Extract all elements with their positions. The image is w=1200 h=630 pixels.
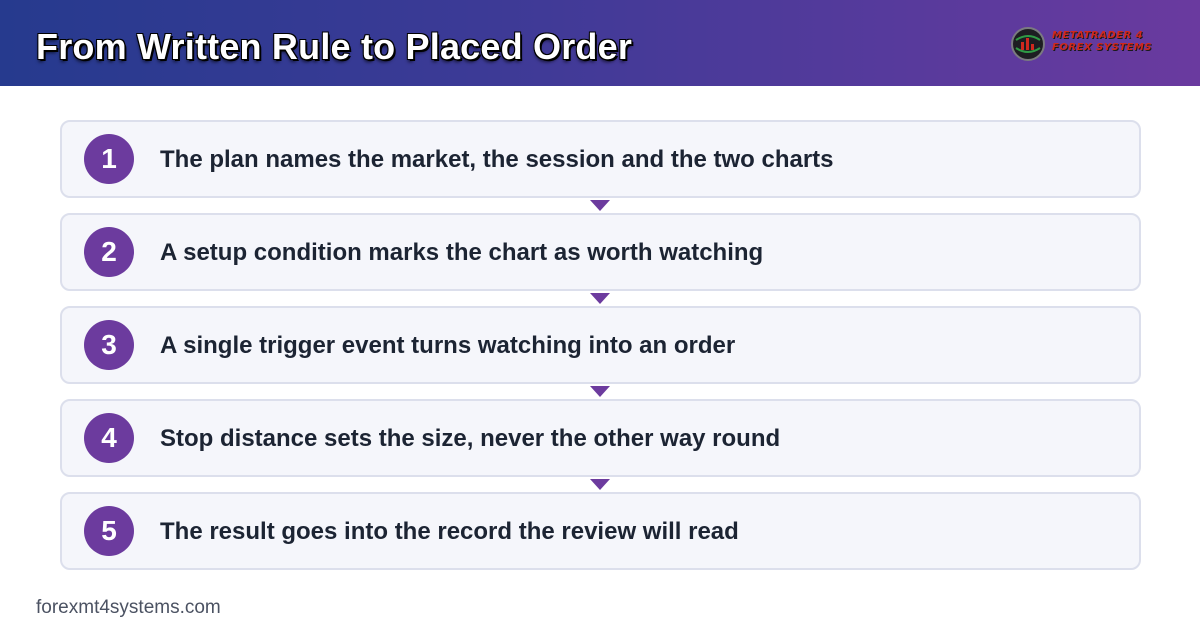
logo-text-line-1: METATRADER 4 <box>1052 30 1144 41</box>
step-card-5: 5 The result goes into the record the re… <box>60 492 1141 570</box>
page-title: From Written Rule to Placed Order <box>36 26 633 67</box>
down-triangle-arrow-icon <box>590 293 610 304</box>
footer-website-url[interactable]: forexmt4systems.com <box>36 597 221 618</box>
globe-chart-icon <box>1011 27 1045 61</box>
step-text: Stop distance sets the size, never the o… <box>160 425 781 452</box>
step-number-badge: 4 <box>84 413 134 463</box>
step-card-4: 4 Stop distance sets the size, never the… <box>60 399 1141 477</box>
step-card-3: 3 A single trigger event turns watching … <box>60 306 1141 384</box>
header-banner: From Written Rule to Placed Order METATR… <box>0 0 1200 86</box>
step-text: The plan names the market, the session a… <box>160 146 834 173</box>
step-text: A setup condition marks the chart as wor… <box>160 239 764 266</box>
step-number-badge: 3 <box>84 320 134 370</box>
logo-text-line-2: FOREX SYSTEMS <box>1052 42 1153 53</box>
step-number-badge: 2 <box>84 227 134 277</box>
step-number-badge: 1 <box>84 134 134 184</box>
step-card-1: 1 The plan names the market, the session… <box>60 120 1141 198</box>
step-number-badge: 5 <box>84 506 134 556</box>
step-text: The result goes into the record the revi… <box>160 518 739 545</box>
step-text: A single trigger event turns watching in… <box>160 332 736 359</box>
down-triangle-arrow-icon <box>590 200 610 211</box>
down-triangle-arrow-icon <box>590 386 610 397</box>
down-triangle-arrow-icon <box>590 479 610 490</box>
step-card-2: 2 A setup condition marks the chart as w… <box>60 213 1141 291</box>
brand-logo[interactable]: METATRADER 4 FOREX SYSTEMS <box>1010 24 1180 64</box>
